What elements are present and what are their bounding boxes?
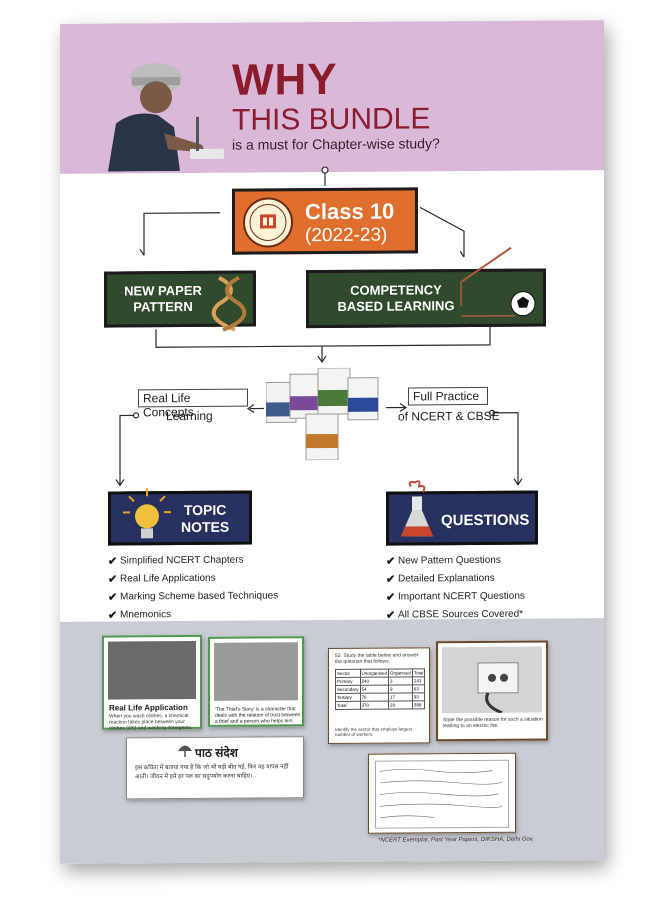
questions-title: QUESTIONS [441, 511, 530, 530]
story-sample-card: 'The Thief's Story' is a character that … [208, 636, 304, 727]
topic-notes-box: TOPIC NOTES [108, 488, 252, 546]
flow-connectors [115, 166, 523, 487]
class-10-box: Class 10 (2022-23) [232, 187, 418, 255]
box-line: PATTERN [133, 298, 193, 315]
lightbulb-icon [123, 488, 171, 539]
dna-icon [211, 275, 247, 332]
questions-list: ✔New Pattern Questions ✔Detailed Explana… [386, 551, 525, 624]
check-icon: ✔ [108, 554, 118, 568]
competency-learning-box: COMPETENCY BASED LEARNING [306, 246, 546, 329]
list-item: ✔New Pattern Questions [386, 554, 501, 568]
class-year: (2022-23) [305, 224, 388, 247]
learning-label: Learning [166, 408, 213, 424]
sample-text: State the possible reason for such a sit… [443, 716, 543, 730]
hindi-sample-card: पाठ संदेश इस कविता में बताया गया है कि ज… [126, 736, 304, 800]
football-physics-icon [460, 246, 536, 317]
box-line: NEW PAPER [124, 282, 202, 299]
question-text: 53. Study the table below and answer the… [335, 652, 419, 665]
list-item: ✔Important NCERT Questions [386, 590, 525, 604]
real-life-concepts-label: Real Life Concepts [138, 388, 248, 419]
check-icon: ✔ [108, 608, 118, 622]
topic-line: TOPIC [183, 501, 227, 519]
list-item: ✔Detailed Explanations [386, 572, 495, 586]
header-band: WHY THIS BUNDLE is a must for Chapter-wi… [60, 20, 604, 174]
poster: WHY THIS BUNDLE is a must for Chapter-wi… [60, 20, 604, 864]
handwritten-answer-card [368, 752, 516, 834]
umbrella-icon [178, 745, 192, 758]
ncert-cbse-label: of NCERT & CBSE [398, 408, 500, 424]
hindi-title: पाठ संदेश [195, 745, 238, 760]
hindi-text: इस कविता में बताया गया है कि जो भी घड़ी … [135, 764, 289, 781]
handwriting-scribble [375, 759, 509, 829]
notes-line: NOTES [181, 518, 230, 536]
list-item: ✔Simplified NCERT Chapters [108, 554, 244, 568]
check-icon: ✔ [386, 573, 396, 586]
new-paper-pattern-box: NEW PAPER PATTERN [104, 270, 256, 332]
socket-photo [442, 646, 542, 715]
story-illustration [214, 642, 298, 701]
box-line: COMPETENCY [350, 282, 442, 298]
list-item: ✔Marking Scheme based Techniques [108, 589, 279, 604]
questions-box: QUESTIONS [386, 480, 538, 546]
table-question-card: 53. Study the table below and answer the… [328, 647, 430, 745]
full-practice-label: Full Practice [408, 386, 488, 406]
electric-sample-card: State the possible reason for such a sit… [436, 640, 548, 742]
check-icon: ✔ [386, 591, 396, 604]
sample-text: 'The Thief's Story' is a character that … [215, 706, 301, 725]
book-bundle-image [266, 367, 379, 461]
check-icon: ✔ [108, 572, 118, 586]
electric-socket-icon [477, 662, 519, 715]
box-line: BASED LEARNING [337, 298, 455, 314]
sample-text: When you wash clothes, a chemical reacti… [109, 713, 193, 732]
source-note: *NCERT Exemplar, Past Year Papers, DIKSH… [378, 836, 535, 844]
class-title: Class 10 [305, 198, 395, 225]
student-illustration [94, 52, 224, 172]
list-item: ✔Real Life Applications [108, 572, 216, 586]
flask-icon [401, 480, 433, 537]
cbse-seal-icon [243, 197, 293, 248]
sample-caption: Real Life Application [109, 703, 188, 713]
real-life-sample-card: Real Life Application When you wash clot… [102, 634, 202, 732]
check-icon: ✔ [386, 555, 396, 568]
washing-photo [108, 640, 196, 700]
check-icon: ✔ [108, 590, 118, 604]
question-footer: Identify the sector that employs largest… [335, 726, 413, 737]
topic-notes-list: ✔Simplified NCERT Chapters ✔Real Life Ap… [108, 550, 278, 623]
